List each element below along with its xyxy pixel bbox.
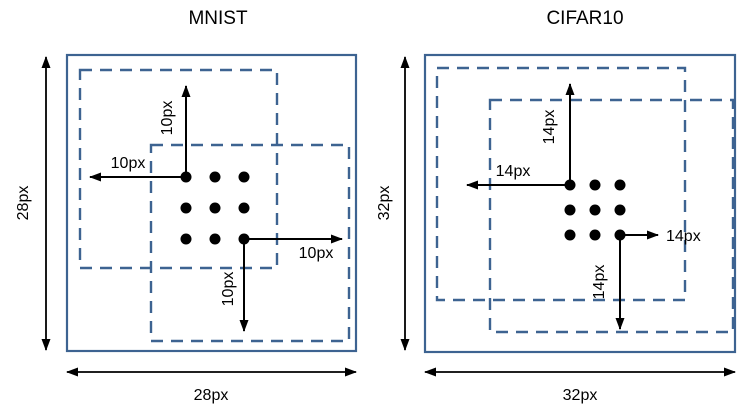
pixel-dot <box>238 171 250 183</box>
panel-title: MNIST <box>188 8 248 29</box>
shift-left-label: 10px <box>111 155 146 172</box>
pixel-dot <box>589 179 601 191</box>
width-label: 32px <box>563 387 598 404</box>
shift-right-label: 10px <box>299 245 334 262</box>
pixel-dot <box>180 202 192 214</box>
shift-left-label: 14px <box>496 163 531 180</box>
shifted-region-bottom-right <box>149 143 351 343</box>
cifar10-panel: CIFAR10 14px 14px 14px 14px 32px 32px <box>376 8 737 404</box>
panel-title: CIFAR10 <box>546 8 623 29</box>
pixel-grid <box>180 171 250 245</box>
image-frame <box>65 53 358 353</box>
pixel-dot <box>209 202 221 214</box>
height-label: 32px <box>376 186 393 221</box>
shift-right-label: 14px <box>666 228 701 245</box>
pixel-dot <box>589 204 601 216</box>
pixel-grid <box>564 179 626 241</box>
pixel-dot <box>180 233 192 245</box>
shift-down-label: 14px <box>591 265 608 300</box>
shifted-region-bottom-right <box>488 98 735 334</box>
shifted-region-top-left <box>435 66 687 302</box>
pixel-dot <box>589 229 601 241</box>
shifted-region-top-left <box>78 68 279 270</box>
pixel-dot <box>564 229 576 241</box>
pixel-dot <box>614 179 626 191</box>
mnist-panel: MNIST 10px 10px 10px 10px 28px 28px <box>15 8 358 404</box>
pixel-dot <box>614 204 626 216</box>
image-frame <box>423 53 737 354</box>
shift-up-label: 10px <box>159 101 176 136</box>
pixel-dot <box>209 233 221 245</box>
pixel-dot <box>209 171 221 183</box>
pixel-dot <box>238 202 250 214</box>
shift-down-label: 10px <box>220 272 237 307</box>
pixel-dot <box>564 204 576 216</box>
height-label: 28px <box>15 186 32 221</box>
shift-up-label: 14px <box>541 110 558 145</box>
width-label: 28px <box>194 387 229 404</box>
